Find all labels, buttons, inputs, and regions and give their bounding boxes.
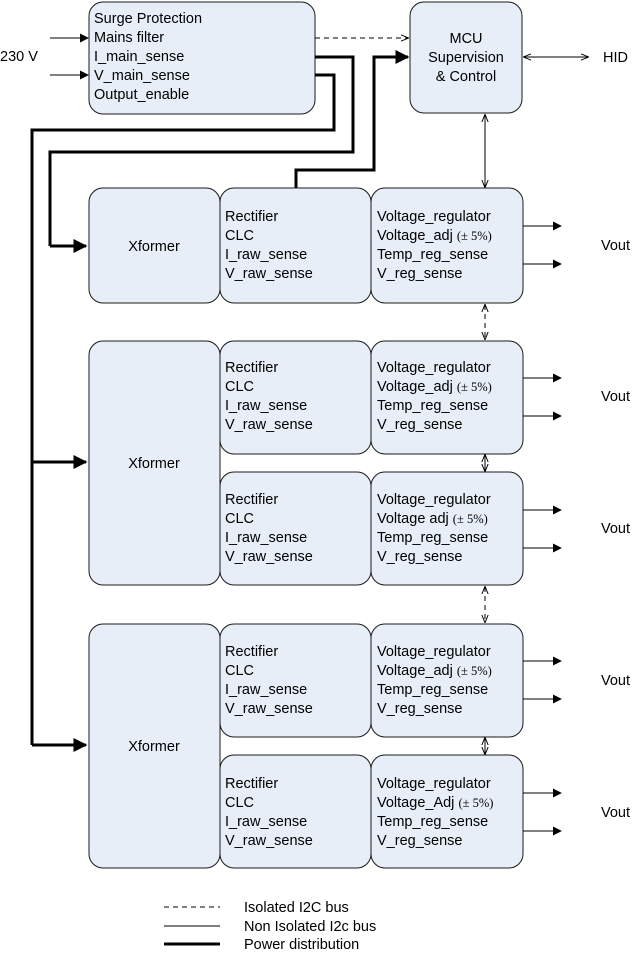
rect-2-line-1: Rectifier [225,360,278,376]
reg-3-line-2: Voltage adj (± 5%) [377,511,488,527]
rect-1-line-4: V_raw_sense [225,266,313,282]
reg-5-line-1: Voltage_regulator [377,776,491,792]
mcu-line-2: Supervision [428,50,504,66]
mcu-line-1: MCU [449,31,482,47]
legend-label-power: Power distribution [244,937,359,953]
surge-line-2: Mains filter [94,30,164,46]
rect-5-line-2: CLC [225,795,254,811]
regulator-block-4: Voltage_regulator Voltage_adj (± 5%) Tem… [370,623,524,738]
rect-3-line-1: Rectifier [225,492,278,508]
vout-label-1: Vout [601,238,630,254]
reg-1-line-2: Voltage_adj (± 5%) [377,228,492,244]
xformer-label-2: Xformer [128,456,180,472]
rect-1-line-1: Rectifier [225,209,278,225]
vout-label-2: Vout [601,389,630,405]
vout-label-4: Vout [601,673,630,689]
legend-label-isolated: Isolated I2C bus [244,900,349,916]
hid-label: HID [603,50,628,66]
reg-3-line-4: V_reg_sense [377,549,462,565]
rect-5-line-4: V_raw_sense [225,833,313,849]
reg-3-line-3: Temp_reg_sense [377,530,488,546]
mcu-line-3: & Control [436,69,496,85]
legend: Isolated I2C bus Non Isolated I2c bus Po… [164,900,376,953]
rect-4-line-3: I_raw_sense [225,682,307,698]
reg-5-line-4: V_reg_sense [377,833,462,849]
reg-4-line-4: V_reg_sense [377,701,462,717]
xformer-block-3 [88,623,221,869]
vout-label-5: Vout [601,805,630,821]
surge-line-3: I_main_sense [94,49,184,65]
rectifier-block-2: Rectifier CLC I_raw_sense V_raw_sense [219,340,372,455]
rect-5-line-3: I_raw_sense [225,814,307,830]
rect-4-line-4: V_raw_sense [225,701,313,717]
mains-input-label: 230 V [0,49,38,65]
surge-line-5: Output_enable [94,87,189,103]
reg-1-line-4: V_reg_sense [377,266,462,282]
xformer-block-2 [88,340,221,586]
rect-5-line-1: Rectifier [225,776,278,792]
rect-1-line-3: I_raw_sense [225,247,307,263]
xformer-label-1: Xformer [128,239,180,255]
reg-2-line-3: Temp_reg_sense [377,398,488,414]
rect-3-line-4: V_raw_sense [225,549,313,565]
reg-4-line-1: Voltage_regulator [377,644,491,660]
reg-5-line-2: Voltage_Adj (± 5%) [377,795,493,811]
surge-line-4: V_main_sense [94,68,190,84]
reg-2-line-2: Voltage_adj (± 5%) [377,379,492,395]
reg-1-line-3: Temp_reg_sense [377,247,488,263]
regulator-block-1: Voltage_regulator Voltage_adj (± 5%) Tem… [370,187,524,304]
reg-2-line-1: Voltage_regulator [377,360,491,376]
rect-2-line-3: I_raw_sense [225,398,307,414]
reg-2-line-4: V_reg_sense [377,417,462,433]
rectifier-block-3: Rectifier CLC I_raw_sense V_raw_sense [219,471,372,586]
reg-5-line-3: Temp_reg_sense [377,814,488,830]
vout-label-3: Vout [601,521,630,537]
power-line-to-mcu [294,55,408,188]
rect-1-line-2: CLC [225,228,254,244]
surge-line-1: Surge Protection [94,11,202,27]
regulator-block-5: Voltage_regulator Voltage_Adj (± 5%) Tem… [370,754,524,869]
rect-3-line-2: CLC [225,511,254,527]
regulator-block-3: Voltage_regulator Voltage adj (± 5%) Tem… [370,471,524,586]
legend-label-non-isolated: Non Isolated I2c bus [244,919,376,935]
rectifier-block-1: Rectifier CLC I_raw_sense V_raw_sense [219,187,372,304]
mcu-block [409,1,523,114]
reg-1-line-1: Voltage_regulator [377,209,491,225]
power-bus-main [30,73,336,745]
xformer-label-3: Xformer [128,739,180,755]
rectifier-block-5: Rectifier CLC I_raw_sense V_raw_sense [219,754,372,869]
rect-4-line-1: Rectifier [225,644,278,660]
rect-4-line-2: CLC [225,663,254,679]
rect-3-line-3: I_raw_sense [225,530,307,546]
reg-3-line-1: Voltage_regulator [377,492,491,508]
reg-4-line-2: Voltage_adj (± 5%) [377,663,492,679]
rect-2-line-2: CLC [225,379,254,395]
rectifier-block-4: Rectifier CLC I_raw_sense V_raw_sense [219,623,372,738]
reg-4-line-3: Temp_reg_sense [377,682,488,698]
rect-2-line-4: V_raw_sense [225,417,313,433]
power-line-first-xformer [48,55,355,246]
regulator-block-2: Voltage_regulator Voltage_adj (± 5%) Tem… [370,340,524,455]
